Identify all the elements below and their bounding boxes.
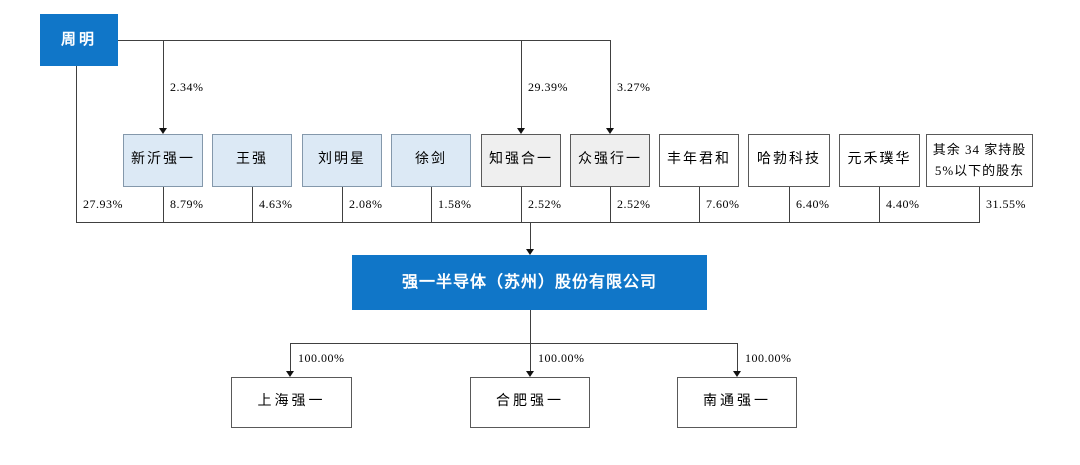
ownership-pct-label: 29.39% — [528, 80, 568, 94]
connector-line — [342, 187, 343, 222]
arrow-down-icon — [526, 249, 534, 255]
connector-line — [737, 343, 738, 371]
node-other-shareholders: 其余 34 家持股 5%以下的股东 — [926, 134, 1033, 187]
ownership-pct-label: 4.40% — [886, 197, 920, 211]
ownership-pct-label: 4.63% — [259, 197, 293, 211]
connector-line — [76, 222, 980, 223]
ownership-pct-label: 2.52% — [617, 197, 651, 211]
node-habo-keji: 哈勃科技 — [748, 134, 830, 187]
ownership-pct-label: 100.00% — [538, 351, 585, 365]
connector-line — [979, 187, 980, 222]
arrow-down-icon — [286, 371, 294, 377]
connector-line — [431, 187, 432, 222]
node-zhiqiang-heyi: 知强合一 — [481, 134, 561, 187]
node-hefei-qiangyi: 合肥强一 — [470, 377, 590, 428]
ownership-pct-label: 7.60% — [706, 197, 740, 211]
node-fengnian-junhe: 丰年君和 — [659, 134, 739, 187]
other-shareholders-line1: 其余 34 家持股 — [932, 142, 1027, 158]
node-liumingxing: 刘明星 — [302, 134, 382, 187]
ownership-pct-label: 27.93% — [83, 197, 123, 211]
other-shareholders-line2: 5%以下的股东 — [934, 162, 1025, 178]
connector-line — [118, 40, 611, 41]
connector-line — [290, 343, 737, 344]
node-xujian: 徐剑 — [391, 134, 471, 187]
connector-line — [530, 343, 531, 371]
node-nantong-qiangyi: 南通强一 — [677, 377, 797, 428]
node-zhongqiang-xingyi: 众强行一 — [570, 134, 650, 187]
node-company: 强一半导体（苏州）股份有限公司 — [352, 255, 707, 310]
connector-line — [699, 187, 700, 222]
connector-line — [530, 222, 531, 249]
connector-line — [789, 187, 790, 222]
connector-line — [290, 343, 291, 371]
node-shanghai-qiangyi: 上海强一 — [231, 377, 352, 428]
arrow-down-icon — [606, 128, 614, 134]
connector-line — [521, 187, 522, 222]
node-wangqiang: 王强 — [212, 134, 292, 187]
arrow-down-icon — [159, 128, 167, 134]
ownership-pct-label: 100.00% — [298, 351, 345, 365]
ownership-pct-label: 1.58% — [438, 197, 472, 211]
connector-line — [879, 187, 880, 222]
connector-line — [521, 40, 522, 128]
ownership-pct-label: 2.52% — [528, 197, 562, 211]
ownership-pct-label: 3.27% — [617, 80, 651, 94]
connector-line — [163, 187, 164, 222]
ownership-pct-label: 31.55% — [986, 197, 1026, 211]
arrow-down-icon — [517, 128, 525, 134]
ownership-pct-label: 2.08% — [349, 197, 383, 211]
connector-line — [610, 187, 611, 222]
ownership-pct-label: 8.79% — [170, 197, 204, 211]
arrow-down-icon — [526, 371, 534, 377]
node-zhouming: 周明 — [40, 14, 118, 66]
ownership-pct-label: 6.40% — [796, 197, 830, 211]
arrow-down-icon — [733, 371, 741, 377]
connector-line — [76, 66, 77, 222]
connector-line — [163, 40, 164, 128]
node-xinyi-qiangyi: 新沂强一 — [123, 134, 203, 187]
ownership-pct-label: 2.34% — [170, 80, 204, 94]
connector-line — [252, 187, 253, 222]
connector-line — [530, 310, 531, 343]
connector-line — [610, 40, 611, 128]
ownership-pct-label: 100.00% — [745, 351, 792, 365]
node-yuanhe-puhua: 元禾璞华 — [839, 134, 920, 187]
